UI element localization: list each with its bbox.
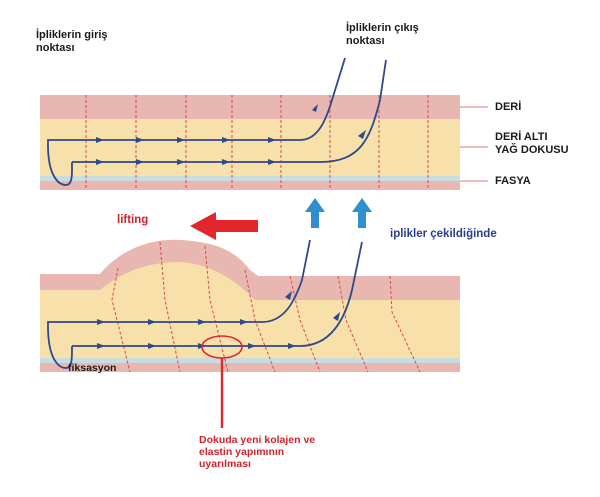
top-thread-upper: [47, 144, 73, 186]
entry-point-text: İpliklerin giriş noktası: [36, 29, 108, 54]
top-fat-layer: [40, 119, 460, 176]
threads-pulled-text: iplikler çekildiğinde: [390, 228, 497, 240]
skin-text: DERİ: [495, 101, 522, 113]
bottom-tissue-layers: [40, 239, 460, 372]
top-thread-arrows: [96, 104, 366, 165]
lifting-arrow: [190, 212, 258, 240]
top-fascia-layer: [40, 176, 460, 181]
skin-label: DERİ: [495, 101, 521, 114]
collagen-note-label: Dokuda yeni kolajen ve elastin yapımının…: [199, 434, 349, 470]
bottom-threads: [47, 239, 363, 369]
top-thread-main: [47, 57, 346, 145]
fascia-text: FASYA: [495, 175, 531, 187]
fascia-label: FASYA: [495, 175, 531, 188]
subcutaneous-label: DERİ ALTI YAĞ DOKUSU: [495, 131, 569, 156]
bottom-thread-arrows: [97, 291, 340, 349]
bottom-fascia-layer: [40, 358, 460, 363]
collagen-note-text: Dokuda yeni kolajen ve elastin yapımının…: [199, 434, 316, 471]
top-skin-layer: [40, 95, 460, 119]
layer-leader-lines: [460, 106, 488, 182]
top-deep-layer: [40, 181, 460, 190]
lifting-label: lifting: [117, 214, 148, 227]
top-thread-lower: [72, 59, 387, 163]
threads-pulled-label: iplikler çekildiğinde: [390, 228, 497, 241]
subcutaneous-text: DERİ ALTI YAĞ DOKUSU: [495, 131, 569, 156]
top-tissue-layers: [40, 95, 460, 190]
entry-point-label: İpliklerin giriş noktası: [36, 29, 108, 54]
bottom-dashed-lines: [111, 241, 421, 373]
bottom-fat-layer: [40, 262, 460, 360]
bottom-thread-lower: [72, 241, 363, 347]
exit-point-text: İpliklerin çıkış noktası: [346, 22, 419, 47]
pull-arrows: [305, 198, 372, 228]
fixation-text: fiksasyon: [68, 362, 117, 374]
bottom-thread-loop: [47, 325, 73, 369]
top-threads: [47, 57, 387, 186]
exit-point-label: İpliklerin çıkış noktası: [346, 22, 419, 47]
lifting-text: lifting: [117, 214, 149, 226]
bottom-deep-layer: [40, 363, 460, 372]
fixation-label: fiksasyon: [68, 362, 116, 374]
bottom-thread-main: [47, 239, 311, 326]
